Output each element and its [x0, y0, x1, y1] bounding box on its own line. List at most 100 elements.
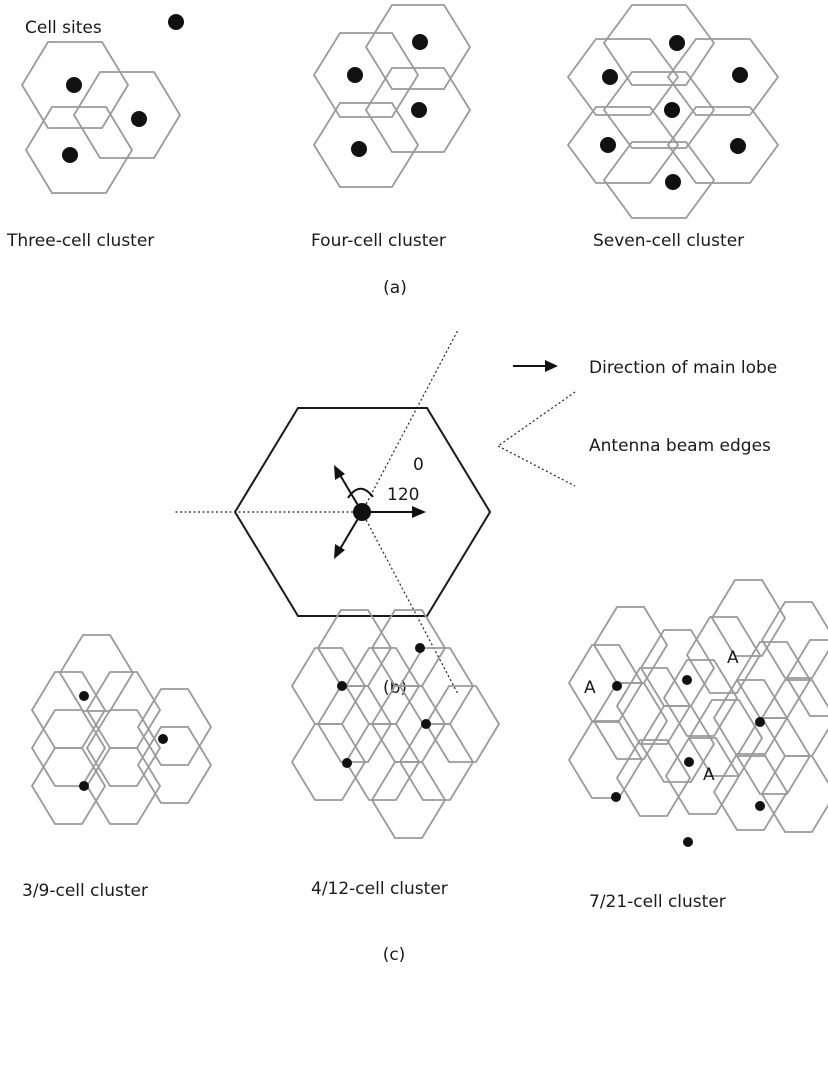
cell-hexagon [312, 102, 420, 188]
cell-hexagon [24, 106, 134, 194]
angle-arc [347, 487, 374, 499]
panel-b: 0 120 Direction of main lobe Antenna bea… [175, 329, 777, 698]
angle-label-0: 0 [413, 455, 424, 475]
panel-c-label: (c) [383, 945, 406, 965]
cell-site [600, 137, 616, 153]
cell-hexagon [567, 644, 644, 722]
cell-hexagon [312, 32, 420, 118]
cell-site [158, 734, 168, 744]
cell-hexagon [710, 579, 787, 657]
cell-hexagon [662, 659, 739, 737]
cell-hexagon [602, 4, 716, 86]
arrow-head [412, 506, 426, 518]
cell-hexagon [566, 106, 680, 184]
sector-cell-site [353, 503, 371, 521]
cell-hexagon [136, 726, 213, 804]
cell-site [684, 757, 694, 767]
four-twelve-cell-cluster-caption: 4/12-cell cluster [311, 879, 448, 899]
cell-site [66, 77, 82, 93]
legend-beam-edges-label: Antenna beam edges [589, 436, 771, 456]
arrow-head [334, 544, 345, 559]
cell-marker-a: A [703, 765, 715, 785]
cell-site [79, 691, 89, 701]
cell-site [612, 681, 622, 691]
cell-hexagon [785, 639, 828, 717]
cell-site [732, 67, 748, 83]
three-nine-cell-cluster-caption: 3/9-cell cluster [22, 881, 148, 901]
cell-site [665, 174, 681, 190]
cell-site [611, 792, 621, 802]
cell-hexagon [685, 616, 762, 694]
cell-hexagon [592, 682, 669, 760]
cell-hexagon [30, 747, 107, 825]
cell-hexagon [760, 601, 828, 679]
cell-site [682, 675, 692, 685]
cell-hexagon [136, 688, 213, 766]
three-cell-cluster-caption: Three-cell cluster [6, 231, 154, 251]
seven-twentyone-cell-cluster-caption: 7/21-cell cluster [589, 892, 726, 912]
cell-site [62, 147, 78, 163]
cell-site [669, 35, 685, 51]
cell-site [755, 801, 765, 811]
cell-hexagon [72, 71, 182, 159]
legend-main-lobe-label: Direction of main lobe [589, 358, 777, 378]
three-cell-cluster [20, 41, 182, 194]
cell-hexagon [615, 739, 692, 817]
cell-hexagon [370, 761, 447, 839]
beam-edge-line [361, 329, 459, 513]
cell-hexagon [760, 755, 828, 833]
panel-a: Cell sites Three-cell cluster Four-cell … [6, 4, 780, 298]
cell-hexagon [364, 67, 472, 153]
cell-site [347, 67, 363, 83]
cell-marker-a: A [584, 678, 596, 698]
cell-hexagon [639, 705, 716, 783]
cell-hexagon [364, 4, 472, 90]
cell-hexagon [58, 634, 135, 712]
cell-site [730, 138, 746, 154]
three-nine-cell-cluster [30, 634, 213, 825]
cell-site [755, 717, 765, 727]
cell-hexagon [664, 737, 741, 815]
cell-marker-a: A [727, 648, 739, 668]
legend-beam-edge-line [497, 391, 576, 447]
cell-hexagon [735, 717, 812, 795]
cell-site-legend-dot [168, 14, 184, 30]
cell-hexagon [666, 106, 780, 184]
cell-hexagon [20, 41, 130, 129]
panel-c: 3/9-cell cluster 4/12-cell cluster [22, 579, 828, 965]
cell-sites-legend-label: Cell sites [25, 18, 102, 38]
cell-hexagon [666, 38, 780, 116]
cell-site [351, 141, 367, 157]
cell-site [79, 781, 89, 791]
cell-site [421, 719, 431, 729]
cell-hexagon [566, 38, 680, 116]
cell-site [131, 111, 147, 127]
cell-site [337, 681, 347, 691]
cell-hexagon [85, 709, 162, 787]
seven-cell-cluster [566, 4, 780, 219]
cell-hexagon [615, 667, 692, 745]
cell-site [412, 34, 428, 50]
angle-label-120: 120 [387, 485, 419, 505]
cell-hexagon [712, 679, 789, 757]
cell-hexagon [602, 71, 716, 149]
cell-hexagon [712, 753, 789, 831]
four-cell-cluster-caption: Four-cell cluster [311, 231, 446, 251]
cell-site [683, 837, 693, 847]
cell-hexagon [290, 723, 367, 801]
cell-hexagon [567, 721, 644, 799]
seven-twentyone-cell-cluster: A A A [567, 579, 828, 847]
arrow-head [334, 465, 345, 480]
four-twelve-cell-cluster [290, 609, 501, 839]
cell-site [415, 643, 425, 653]
cell-site [342, 758, 352, 768]
cell-hexagon [602, 141, 716, 219]
cell-site [664, 102, 680, 118]
panel-a-label: (a) [383, 278, 407, 298]
legend-beam-edge-line [497, 445, 576, 487]
beam-edge-line [361, 511, 459, 695]
four-cell-cluster [312, 4, 472, 188]
cell-site [411, 102, 427, 118]
cell-site [602, 69, 618, 85]
